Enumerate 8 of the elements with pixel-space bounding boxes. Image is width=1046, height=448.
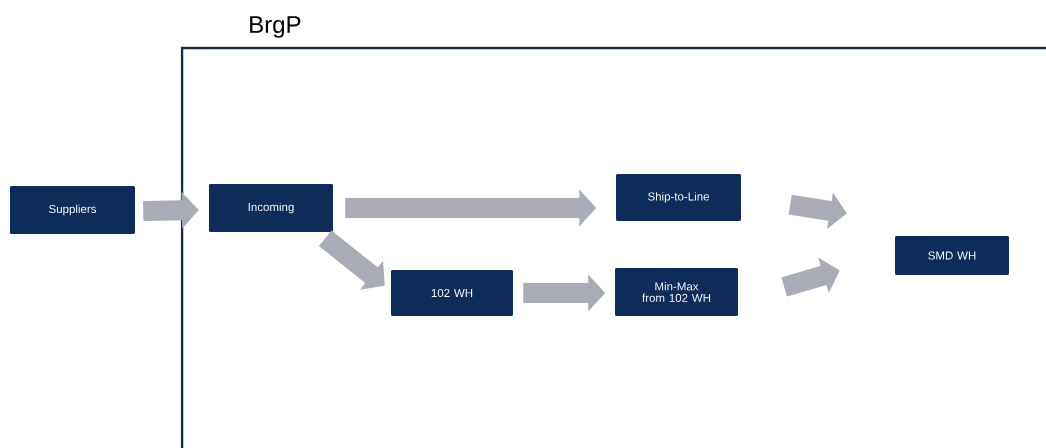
process-box: Ship-to-Line (616, 174, 741, 221)
process-box: Min-Max from 102 WH (615, 268, 738, 316)
process-box: Suppliers (10, 186, 135, 234)
process-box: 102 WH (391, 270, 513, 316)
frame-title: BrgP (250, 16, 301, 38)
process-box: SMD WH (895, 236, 1009, 275)
process-box: Incoming (209, 184, 333, 232)
block-arrow (781, 257, 840, 297)
